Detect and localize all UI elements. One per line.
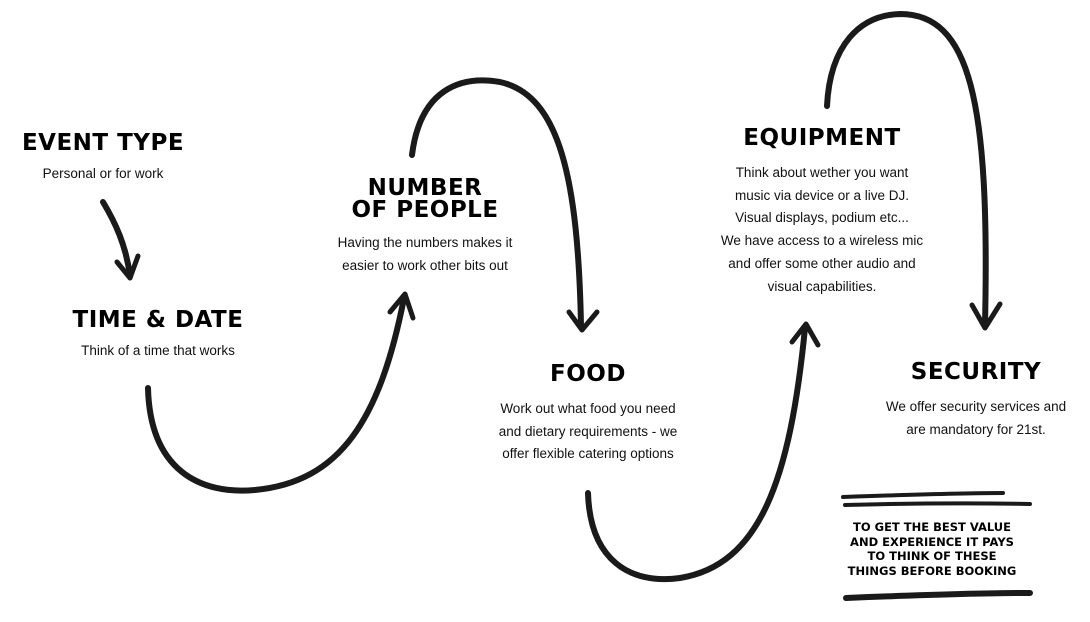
note-line: TO GET THE BEST VALUE bbox=[853, 520, 1011, 534]
step-description: Having the numbers makes it easier to wor… bbox=[315, 232, 535, 277]
arrow-people-to-food bbox=[409, 77, 600, 333]
step-event-type: EVENT TYPE Personal or for work bbox=[13, 131, 193, 186]
step-security: SECURITY We offer security services and a… bbox=[866, 360, 1086, 441]
step-title: SECURITY bbox=[910, 359, 1042, 385]
desc-line: Visual displays, podium etc... bbox=[735, 210, 909, 226]
desc-line: easier to work other bits out bbox=[342, 257, 508, 273]
desc-line: offer flexible catering options bbox=[502, 446, 674, 462]
desc-line: music via device or a live DJ. bbox=[734, 187, 910, 203]
title-line: OF PEOPLE bbox=[351, 197, 499, 223]
desc-line: We offer security services and bbox=[885, 399, 1067, 414]
step-food: FOOD Work out what food you need and diet… bbox=[478, 362, 698, 466]
step-description: Think of a time that works bbox=[58, 340, 258, 363]
desc-line: visual capabilities. bbox=[767, 278, 877, 294]
desc-line: Having the numbers makes it bbox=[337, 235, 513, 250]
step-title: EQUIPMENT bbox=[743, 125, 901, 151]
arrow-equipment-to-security bbox=[824, 11, 1003, 331]
note-line: TO THINK OF THESE bbox=[867, 549, 997, 563]
note-line: AND EXPERIENCE IT PAYS bbox=[850, 534, 1014, 549]
title-line: NUMBER bbox=[367, 175, 483, 201]
arrow-event-to-time bbox=[100, 199, 141, 281]
booking-tip-note: TO GET THE BEST VALUE AND EXPERIENCE IT … bbox=[832, 520, 1032, 578]
desc-line: Think of a time that works bbox=[81, 343, 235, 358]
step-description: We offer security services and are mandat… bbox=[866, 396, 1086, 441]
desc-line: Personal or for work bbox=[42, 166, 164, 181]
brush-stroke-lines bbox=[841, 491, 1033, 601]
desc-line: and dietary requirements - we bbox=[498, 423, 678, 439]
note-line: THINGS BEFORE BOOKING bbox=[847, 563, 1017, 578]
arrow-food-to-equipment bbox=[585, 321, 821, 583]
desc-line: and offer some other audio and bbox=[728, 255, 916, 271]
arrow-time-to-people bbox=[145, 291, 416, 494]
step-equipment: EQUIPMENT Think about wether you want mu… bbox=[702, 126, 942, 298]
desc-line: We have access to a wireless mic bbox=[720, 233, 924, 249]
desc-line: are mandatory for 21st. bbox=[906, 421, 1046, 437]
desc-line: Think about wether you want bbox=[735, 165, 909, 180]
step-title: EVENT TYPE bbox=[21, 130, 185, 156]
desc-line: Work out what food you need bbox=[500, 401, 676, 416]
step-title: TIME & DATE bbox=[72, 307, 244, 333]
step-time-date: TIME & DATE Think of a time that works bbox=[58, 308, 258, 363]
step-description: Think about wether you want music via de… bbox=[702, 162, 942, 298]
step-title: FOOD bbox=[550, 361, 626, 387]
step-description: Work out what food you need and dietary r… bbox=[478, 398, 698, 466]
step-description: Personal or for work bbox=[13, 163, 193, 186]
